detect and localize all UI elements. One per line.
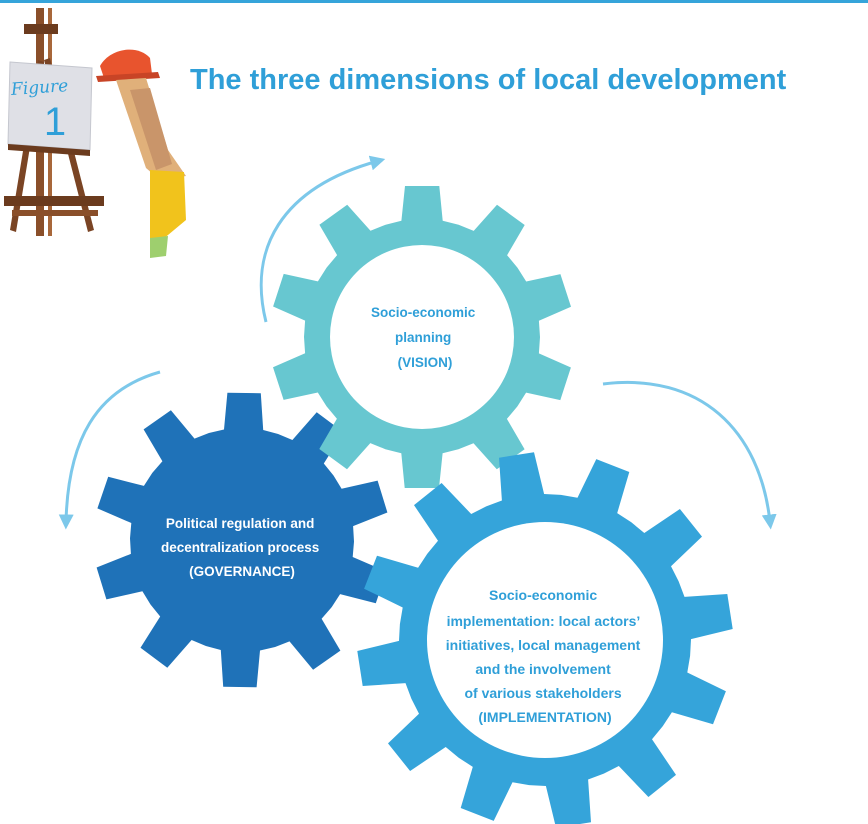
gear-governance [96,392,388,688]
gear-vision-label: Socio-economic planning (VISION) [371,305,479,370]
gear-governance-line-1: Political regulation and [166,516,315,531]
top-rule [0,0,868,3]
artist-figure [96,49,186,258]
figure-number: 1 [44,100,66,144]
arrow-to-governance [58,370,161,530]
gear-implementation-label: Socio-economic implementation: local act… [446,587,644,725]
gear-governance-line-3: (GOVERNANCE) [189,564,295,579]
gear-vision-line-3: (VISION) [398,355,453,370]
gear-vision-line-1: Socio-economic [371,305,476,320]
page-title: The three dimensions of local developmen… [190,64,787,96]
gear-implementation-hub [427,522,663,758]
gear-implementation-line-2: implementation: local actors’ [447,613,640,629]
figure-word: Figure [9,76,69,100]
figure-illustration: Figure 1 [4,8,186,258]
arrow-to-implementation [602,381,777,530]
hat-icon [100,49,152,78]
canvas-board: Figure 1 [7,61,93,156]
gear-implementation-line-1: Socio-economic [489,587,597,603]
gear-vision-line-2: planning [395,330,451,345]
gear-implementation-line-6: (IMPLEMENTATION) [478,709,611,725]
arrow-to-vision [259,155,386,323]
gear-implementation-line-4: and the involvement [475,661,611,677]
gear-vision-hub [330,245,514,429]
gear-governance-line-2: decentralization process [161,540,319,555]
gear-implementation-line-3: initiatives, local management [446,637,641,653]
gear-governance-label: Political regulation and decentralizatio… [161,516,323,579]
gear-implementation-line-5: of various stakeholders [464,685,621,701]
